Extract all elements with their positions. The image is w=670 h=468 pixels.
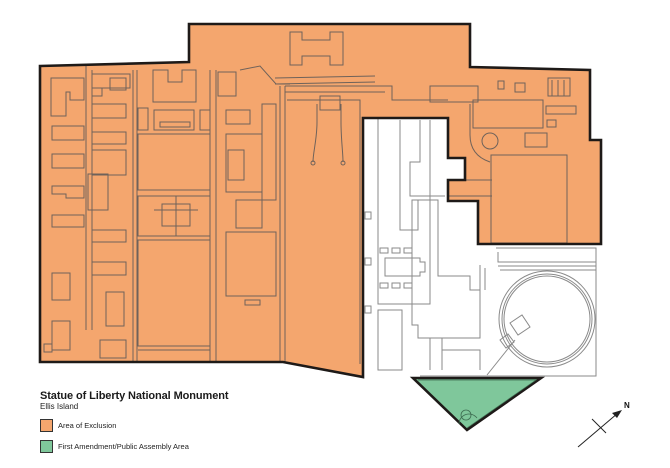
assembly-swatch (40, 440, 53, 453)
legend-label: Area of Exclusion (58, 421, 117, 430)
map-subtitle: Ellis Island (40, 402, 79, 411)
exclusion-swatch (40, 419, 53, 432)
north-arrow-icon (577, 410, 622, 448)
legend-item-assembly: First Amendment/Public Assembly Area (40, 440, 228, 453)
exclusion-boundary (38, 22, 603, 379)
exclusion-buildings (43, 31, 577, 364)
map-legend: Statue of Liberty National Monument Elli… (40, 390, 229, 453)
map-title: Statue of Liberty National Monument (40, 390, 229, 402)
north-label: N (624, 401, 630, 410)
first-amendment-assembly-area (409, 376, 546, 432)
legend-item-exclusion: Area of Exclusion (40, 419, 228, 432)
legend-label: First Amendment/Public Assembly Area (58, 442, 189, 451)
area-of-exclusion (40, 24, 601, 377)
white-area-buildings (364, 118, 597, 377)
